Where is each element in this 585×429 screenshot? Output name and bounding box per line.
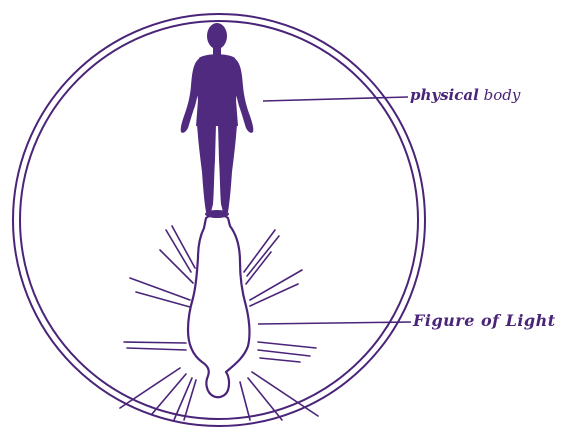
body-head — [207, 23, 227, 49]
body-left-leg — [197, 124, 216, 212]
light-ray — [247, 236, 279, 276]
body-neck — [213, 47, 221, 55]
light-ray — [120, 368, 180, 408]
light-ray — [130, 278, 190, 300]
physical-body-label: physical body — [410, 88, 520, 103]
physical-body-label-word1: physical — [410, 86, 479, 104]
physical-body-label-word2: body — [484, 86, 521, 104]
light-ray — [136, 292, 190, 307]
light-ray — [260, 358, 300, 362]
light-ray — [127, 348, 186, 350]
leader-lines — [258, 97, 411, 324]
light-ray — [240, 382, 250, 420]
light-ray — [258, 350, 310, 356]
light-ray — [124, 342, 186, 343]
physical-body-silhouette — [181, 23, 254, 218]
figure-of-light-label: Figure of Light — [413, 313, 556, 329]
body-torso — [196, 54, 238, 126]
light-ray — [152, 374, 186, 414]
light-ray — [246, 252, 271, 284]
figure-of-light-outline — [188, 215, 249, 397]
body-right-leg — [218, 124, 237, 212]
light-ray — [258, 342, 316, 348]
light-ray — [184, 380, 196, 420]
body-feet — [205, 210, 229, 218]
